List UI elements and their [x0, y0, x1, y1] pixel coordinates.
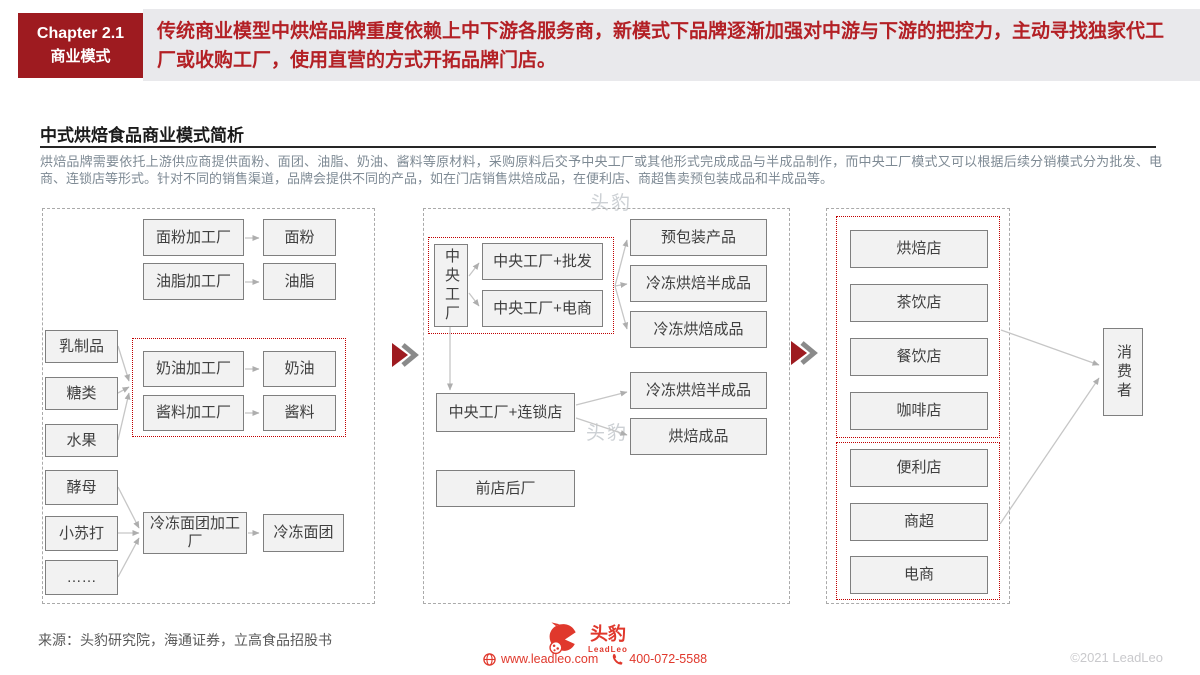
- node-cream: 奶油: [263, 351, 336, 387]
- highlight-box-cream-sauce: [132, 338, 346, 437]
- logo-cn-text: 头豹: [589, 624, 626, 644]
- phone-number: 400-072-5588: [629, 652, 708, 666]
- flow-arrow-midstream-to-downstream: [791, 341, 818, 365]
- highlight-box-central-factory: [428, 237, 614, 334]
- node-fruit: 水果: [45, 424, 118, 457]
- node-chain-frozen-semi: 冷冻烘焙半成品: [630, 372, 767, 409]
- chapter-label: Chapter 2.1 商业模式: [18, 13, 143, 78]
- chapter-subtitle: 商业模式: [50, 48, 111, 66]
- node-bakery-store: 烘焙店: [850, 230, 988, 268]
- node-ellipsis: ……: [45, 560, 118, 595]
- node-flour: 面粉: [263, 219, 336, 256]
- website-text: www.leadleo.com: [501, 652, 599, 666]
- contact-row: www.leadleo.com 400-072-5588: [483, 652, 707, 666]
- node-prepackaged: 预包装产品: [630, 219, 767, 256]
- node-restaurant: 餐饮店: [850, 338, 988, 376]
- title-underline: [40, 146, 1156, 148]
- chapter-number: Chapter 2.1: [36, 25, 125, 43]
- headline-banner: 传统商业模型中烘焙品牌重度依赖上中下游各服务商，新模式下品牌逐渐加强对中游与下游…: [143, 9, 1200, 81]
- node-flour-factory: 面粉加工厂: [143, 219, 244, 256]
- node-central-ecommerce: 中央工厂+电商: [482, 290, 603, 327]
- source-note: 来源：头豹研究院，海通证券，立高食品招股书: [38, 632, 332, 648]
- node-oil-factory: 油脂加工厂: [143, 263, 244, 300]
- section-upstream: [42, 208, 375, 604]
- globe-icon: [483, 652, 496, 666]
- section-midstream: [423, 208, 790, 604]
- leadleo-leopard-icon: [549, 622, 576, 655]
- leadleo-logo: 头豹 LeadLeo: [546, 621, 628, 658]
- flow-arrow-upstream-to-midstream: [392, 343, 419, 367]
- node-baking-soda: 小苏打: [45, 516, 118, 551]
- node-convenience-store: 便利店: [850, 449, 988, 487]
- logo-en-text: LeadLeo: [588, 645, 628, 654]
- node-cream-factory: 奶油加工厂: [143, 351, 244, 387]
- node-central-chain: 中央工厂+连锁店: [436, 393, 575, 432]
- node-yeast: 酵母: [45, 470, 118, 505]
- copyright-text: ©2021 LeadLeo: [1070, 650, 1163, 665]
- node-frozen-dough: 冷冻面团: [263, 514, 344, 552]
- node-supermarket: 商超: [850, 503, 988, 541]
- node-dairy: 乳制品: [45, 330, 118, 363]
- phone-icon: [611, 653, 624, 666]
- highlight-box-stores: [836, 216, 1000, 438]
- node-consumer: 消费者: [1103, 328, 1143, 416]
- node-tea-store: 茶饮店: [850, 284, 988, 322]
- node-frozen-finished: 冷冻烘焙成品: [630, 311, 767, 348]
- node-front-store-back-factory: 前店后厂: [436, 470, 575, 507]
- node-sauce-factory: 酱料加工厂: [143, 395, 244, 431]
- node-coffee-store: 咖啡店: [850, 392, 988, 430]
- node-baked-goods: 烘焙成品: [630, 418, 767, 455]
- node-oil: 油脂: [263, 263, 336, 300]
- node-sugar: 糖类: [45, 377, 118, 410]
- node-frozen-semi-finished: 冷冻烘焙半成品: [630, 265, 767, 302]
- node-central-wholesale: 中央工厂+批发: [482, 243, 603, 280]
- node-frozen-dough-factory: 冷冻面团加工厂: [143, 512, 247, 554]
- section-title: 中式烘焙食品商业模式简析: [40, 126, 244, 145]
- section-description: 烘焙品牌需要依托上游供应商提供面粉、面团、油脂、奶油、酱料等原材料，采购原料后交…: [40, 154, 1162, 186]
- node-ecommerce-channel: 电商: [850, 556, 988, 594]
- node-central-factory: 中央工厂: [434, 244, 468, 327]
- node-sauce: 酱料: [263, 395, 336, 431]
